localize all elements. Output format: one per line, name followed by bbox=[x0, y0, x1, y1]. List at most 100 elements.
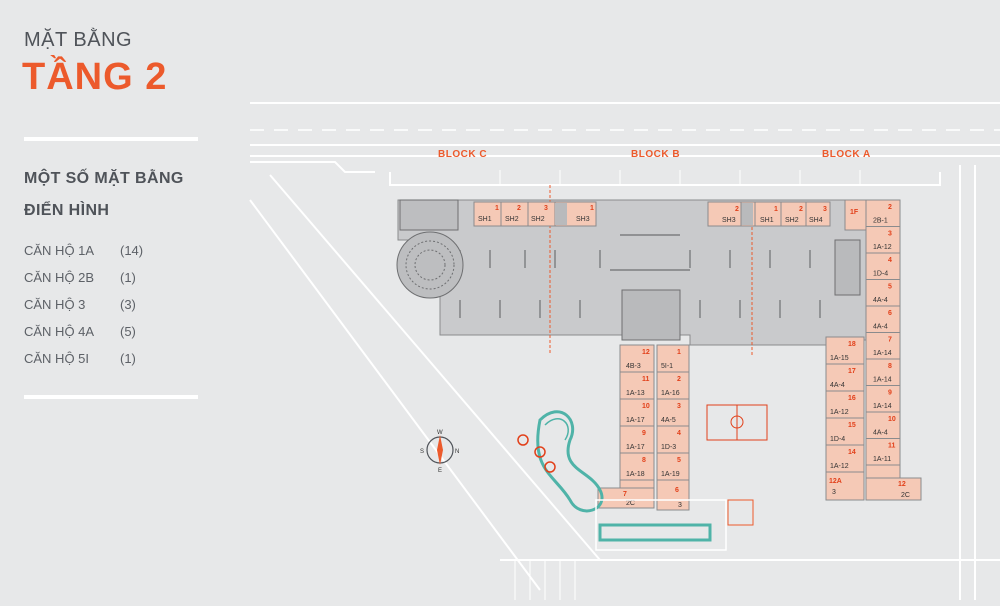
unit-number: 12 bbox=[642, 349, 650, 356]
unit-label: 1A-16 bbox=[661, 390, 680, 397]
unit-number: 12 bbox=[898, 481, 906, 488]
compass-s: S bbox=[420, 449, 424, 455]
unit-label: 1A-12 bbox=[830, 409, 849, 416]
shop-label: SH2 bbox=[785, 217, 799, 224]
shop-number: 1 bbox=[495, 205, 499, 212]
unit-label: 1A-15 bbox=[830, 355, 849, 362]
unit-number: 4 bbox=[888, 257, 892, 264]
unit-label: 1A-14 bbox=[873, 350, 892, 357]
unit-number: 8 bbox=[888, 363, 892, 370]
unit-label: 1A-19 bbox=[661, 471, 680, 478]
unit-label: 1D-4 bbox=[873, 271, 888, 278]
apartment-row: CĂN HỘ 2B (1) bbox=[24, 270, 224, 285]
compass-e: E bbox=[438, 468, 442, 474]
unit-label: 4A-4 bbox=[873, 324, 888, 331]
shop-label: SH3 bbox=[722, 217, 736, 224]
apartment-type: CĂN HỘ 1A bbox=[24, 243, 95, 258]
compass-icon: W N S E bbox=[420, 430, 459, 474]
apartment-count: (14) bbox=[120, 243, 144, 258]
unit-number: 2 bbox=[888, 204, 892, 211]
block-a-column-right: 1F 22B-131A-1241D-454A-464A-471A-1481A-1… bbox=[844, 199, 901, 479]
unit-label: 1A-14 bbox=[873, 403, 892, 410]
subtitle-line1: MỘT SỐ MẶT BẰNG bbox=[24, 170, 184, 187]
shop-number: 3 bbox=[544, 205, 548, 212]
divider-bottom bbox=[24, 395, 198, 399]
unit-number: 16 bbox=[848, 395, 856, 402]
podium bbox=[396, 185, 867, 355]
unit-number: 11 bbox=[888, 443, 896, 450]
shop-label: SH2 bbox=[505, 216, 519, 223]
divider-top bbox=[24, 137, 198, 141]
unit-number: 10 bbox=[888, 416, 896, 423]
unit-number: 18 bbox=[848, 341, 856, 348]
shop-label: SH2 bbox=[531, 216, 545, 223]
shop-number: 3 bbox=[823, 206, 827, 213]
block-b-label: BLOCK B bbox=[631, 149, 680, 160]
shop-label: SH1 bbox=[478, 216, 492, 223]
unit-number: 7 bbox=[623, 491, 627, 498]
unit-number: 5 bbox=[677, 457, 681, 464]
unit-label: 4A-4 bbox=[873, 297, 888, 304]
unit-number: 1 bbox=[677, 349, 681, 356]
unit-number: 2 bbox=[677, 376, 681, 383]
unit-number: 17 bbox=[848, 368, 856, 375]
unit-label: 1D-3 bbox=[661, 444, 676, 451]
shop-number: 2 bbox=[799, 206, 803, 213]
unit-label: 4A-4 bbox=[873, 430, 888, 437]
apartment-row: CĂN HỘ 3 (3) bbox=[24, 297, 224, 312]
unit-label: 4B-3 bbox=[626, 363, 641, 370]
unit-label: 2C bbox=[901, 492, 910, 499]
shop-label: SH4 bbox=[809, 217, 823, 224]
shop-label: SH3 bbox=[576, 216, 590, 223]
unit-number: 12A bbox=[829, 478, 842, 485]
block-a-column-left: 181A-15174A-4161A-12151D-4141A-1212A3122… bbox=[825, 336, 922, 501]
unit-label: 1A-17 bbox=[626, 417, 645, 424]
unit-number: 3 bbox=[677, 403, 681, 410]
apartment-count: (3) bbox=[120, 297, 136, 312]
unit-label: 5I-1 bbox=[661, 363, 673, 370]
unit-number: 9 bbox=[642, 430, 646, 437]
landscape bbox=[517, 404, 768, 551]
unit-number: 6 bbox=[888, 310, 892, 317]
unit-label: 4A-5 bbox=[661, 417, 676, 424]
unit-label: 1A-12 bbox=[830, 463, 849, 470]
compass-n: N bbox=[455, 449, 459, 455]
apartment-type: CĂN HỘ 3 bbox=[24, 297, 86, 312]
apartment-unit bbox=[656, 452, 690, 481]
legend-panel: MẶT BẰNG TẦNG 2 MỘT SỐ MẶT BẰNG ĐIỂN HÌN… bbox=[0, 0, 230, 606]
unit-label: 1D-4 bbox=[830, 436, 845, 443]
unit-label: 1A-12 bbox=[873, 244, 892, 251]
unit-number: 15 bbox=[848, 422, 856, 429]
apartment-row: CĂN HỘ 5I (1) bbox=[24, 351, 224, 366]
unit-label: 1A-11 bbox=[873, 456, 891, 463]
page-title-line2: TẦNG 2 bbox=[22, 56, 168, 98]
apartment-unit bbox=[619, 452, 655, 481]
unit-number: 4 bbox=[677, 430, 681, 437]
unit-label: 4A-4 bbox=[830, 382, 845, 389]
unit-label: 3 bbox=[832, 489, 836, 496]
apartment-type: CĂN HỘ 5I bbox=[24, 351, 90, 366]
apartment-type: CĂN HỘ 2B bbox=[24, 270, 95, 285]
apartment-row: CĂN HỘ 4A (5) bbox=[24, 324, 224, 339]
shop-label: SH1 bbox=[760, 217, 774, 224]
unit-label: 2C bbox=[626, 500, 635, 507]
page-title-line1: MẶT BẰNG bbox=[24, 29, 133, 51]
shop-number: 1 bbox=[590, 205, 594, 212]
shop-number: 2 bbox=[735, 206, 739, 213]
subtitle-line2: ĐIỂN HÌNH bbox=[24, 202, 110, 219]
unit-number: 5 bbox=[888, 284, 892, 291]
unit-label: 1A-17 bbox=[626, 444, 645, 451]
unit-number: 9 bbox=[888, 390, 892, 397]
road-markings bbox=[499, 170, 861, 600]
unit-number: 14 bbox=[848, 449, 856, 456]
block-b-shophouses: 2 SH3 1 SH1 2 SH2 3 SH4 bbox=[707, 201, 831, 227]
compass-w: W bbox=[437, 430, 443, 436]
apartment-type: CĂN HỘ 4A bbox=[24, 324, 95, 339]
block-c-shophouses: 1 SH1 2 SH2 3 SH2 1 SH3 bbox=[473, 201, 597, 227]
unit-number: 11 bbox=[642, 376, 650, 383]
site-roads bbox=[249, 102, 1000, 600]
apartment-count: (1) bbox=[120, 270, 136, 285]
